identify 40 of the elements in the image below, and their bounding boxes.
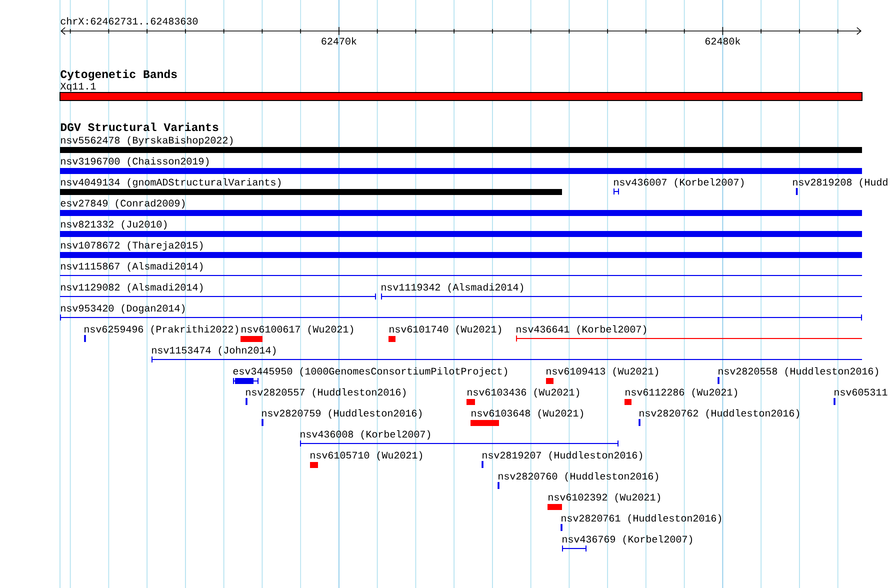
feature-label: nsv953420 (Dogan2014): [61, 304, 185, 314]
feature-label: nsv6109413 (Wu2021): [546, 367, 658, 377]
feature-label: nsv436769 (Korbel2007): [562, 535, 692, 545]
ruler-label: 62470k: [322, 37, 356, 45]
feature-label: nsv6105710 (Wu2021): [310, 451, 422, 461]
feature-label: nsv436641 (Korbel2007): [516, 325, 646, 335]
feature-label: nsv4049134 (gnomADStructuralVariants): [61, 178, 281, 188]
feature-label: nsv436007 (Korbel2007): [614, 178, 744, 188]
feature-label: nsv2820759 (Huddleston2016): [262, 409, 422, 419]
track-title: DGV Structural Variants: [60, 122, 218, 132]
feature-label: nsv1115867 (Alsmadi2014): [61, 262, 203, 272]
feature-label: nsv1129082 (Alsmadi2014): [61, 283, 203, 293]
feature-label: nsv3196700 (Chaisson2019): [61, 157, 209, 167]
feature-label: nsv6102392 (Wu2021): [548, 493, 660, 503]
feature-label: nsv1078672 (Thareja2015): [61, 241, 203, 251]
feature-label: Xq11.1: [60, 82, 96, 92]
feature-label: nsv1119342 (Alsmadi2014): [382, 283, 524, 293]
feature-label: nsv5562478 (ByrskaBishop2022): [61, 136, 233, 146]
feature-label: nsv2820558 (Huddleston2016): [718, 367, 878, 377]
feature-label: nsv6103648 (Wu2021): [472, 409, 584, 419]
feature-label: nsv2819208 (Hudd: [793, 178, 888, 188]
feature-label: nsv6112286 (Wu2021): [626, 388, 738, 398]
feature-label: nsv2820760 (Huddleston2016): [498, 472, 658, 482]
feature-label: nsv6101740 (Wu2021): [390, 325, 502, 335]
feature-label: nsv2819207 (Huddleston2016): [482, 451, 642, 461]
feature-label: nsv6103436 (Wu2021): [468, 388, 580, 398]
feature-label: esv27849 (Conrad2009): [60, 199, 185, 209]
feature-label: nsv821332 (Ju2010): [61, 220, 167, 230]
locus-label: chrX:62462731..62483630: [60, 17, 198, 25]
feature-label: nsv605311: [834, 388, 888, 396]
feature-label: nsv6100617 (Wu2021): [242, 325, 354, 335]
feature-label: esv3445950 (1000GenomesConsortiumPilotProject): [233, 367, 508, 377]
feature-label: nsv436008 (Korbel2007): [300, 430, 430, 440]
feature-label: nsv2820557 (Huddleston2016): [246, 388, 406, 398]
feature-label: nsv2820762 (Huddleston2016): [640, 409, 800, 419]
ruler-label: 62480k: [705, 37, 740, 45]
track-title: Cytogenetic Bands: [60, 70, 177, 80]
feature-label: nsv6259496 (Prakrithi2022): [84, 325, 238, 335]
feature-label: nsv1153474 (John2014): [152, 346, 276, 356]
feature-label: nsv2820761 (Huddleston2016): [562, 514, 722, 524]
